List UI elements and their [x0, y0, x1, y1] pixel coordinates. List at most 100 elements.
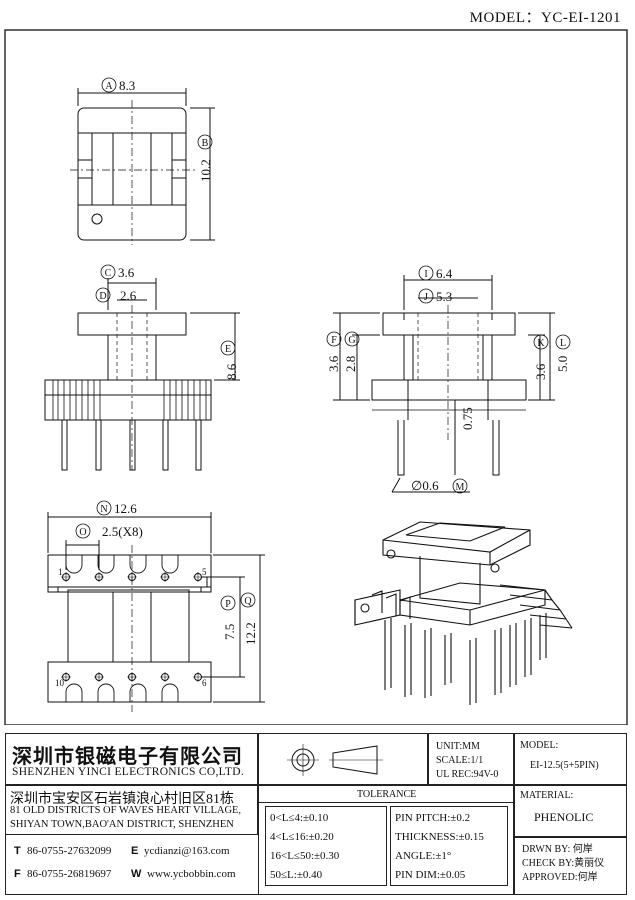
company-name-cn: 深圳市银磁电子有限公司: [12, 744, 243, 768]
projection-box: [258, 733, 428, 785]
tel: 86-0755-27632099: [27, 845, 112, 857]
model-label: MODEL:: [520, 740, 559, 751]
projection-symbol-icon: [287, 744, 383, 776]
svg-text:8.3: 8.3: [119, 78, 135, 93]
svg-text:F: F: [331, 335, 337, 346]
address-en-2: SHIYAN TOWN,BAO'AN DISTRICT, SHENZHEN: [10, 819, 234, 830]
svg-text:I: I: [424, 269, 427, 280]
front-view: [44, 278, 240, 471]
material-value: PHENOLIC: [534, 810, 594, 824]
dim-K: K 3.6: [533, 334, 549, 380]
drawing-frame: [4, 29, 628, 725]
tel-label: T: [14, 845, 21, 857]
dim-E: E 8.6: [220, 340, 239, 380]
dim-J: J 5.3: [418, 288, 452, 304]
svg-text:L: L: [560, 338, 566, 349]
svg-text:N: N: [100, 504, 107, 515]
dim-pin-length: 0.75: [460, 407, 475, 430]
svg-text:10: 10: [55, 678, 65, 688]
bottom-pin-holes-bottom: [61, 672, 203, 682]
dim-G: G 2.8: [343, 331, 360, 372]
svg-text:5.3: 5.3: [436, 289, 452, 304]
svg-text:12.6: 12.6: [114, 501, 137, 516]
signature-box: [514, 837, 627, 895]
email: ycdianzi@163.com: [144, 845, 230, 857]
svg-text:C: C: [105, 268, 112, 279]
svg-text:7.5: 7.5: [222, 624, 237, 640]
svg-text:0.75: 0.75: [460, 407, 475, 430]
isometric-view: [354, 521, 573, 705]
company-box: [5, 733, 258, 785]
dim-D: D 2.6: [95, 287, 137, 303]
address-cn: 深圳市宝安区石岩镇浪心村旧区81栋: [10, 792, 234, 807]
svg-text:J: J: [424, 292, 428, 303]
fax: 86-0755-26819697: [27, 868, 112, 880]
side-view: [333, 275, 555, 493]
dim-F: F 3.6: [326, 331, 342, 372]
email-label: E: [131, 845, 139, 857]
dim-I: I 6.4: [418, 265, 453, 281]
dim-M: ∅0.6 M: [411, 478, 468, 494]
svg-text:G: G: [348, 335, 355, 346]
svg-text:M: M: [456, 482, 465, 493]
svg-text:8.6: 8.6: [224, 363, 239, 380]
svg-text:Q: Q: [244, 596, 252, 607]
top-view: [70, 88, 215, 245]
svg-text:P: P: [225, 599, 231, 610]
fax-label: F: [14, 868, 21, 880]
svg-text:5.0: 5.0: [555, 356, 570, 372]
pin-numbers: 1 5 10 6: [55, 567, 207, 688]
dim-N: N 12.6: [96, 500, 137, 516]
tolerance-row-right: ANGLE:±1°: [395, 850, 452, 862]
tolerance-left-box: [265, 806, 387, 886]
address-box: [5, 785, 258, 835]
svg-text:1: 1: [58, 567, 63, 577]
svg-text:B: B: [202, 138, 209, 149]
company-name-en: SHENZHEN YINCI ELECTRONICS CO,LTD.: [12, 766, 244, 778]
drawn-by: DRWN BY: 何岸: [522, 844, 593, 855]
tolerance-title-box: [258, 785, 514, 803]
svg-text:2.8: 2.8: [343, 356, 358, 372]
material-box: [514, 785, 627, 837]
svg-text:6.4: 6.4: [436, 266, 453, 281]
address-en-1: 81 OLD DISTRICTS OF WAVES HEART VILLAGE,: [10, 805, 242, 816]
svg-text:3.6: 3.6: [533, 363, 548, 380]
dim-P: P 7.5: [220, 595, 237, 640]
model-box: [514, 733, 627, 785]
scale: SCALE:1/1: [436, 755, 484, 766]
tolerance-row: 0<L≤4:±0.10: [270, 812, 329, 824]
ul-rec: UL REC:94V-0: [436, 769, 499, 780]
material-label: MATERIAL:: [520, 790, 574, 801]
svg-text:5: 5: [202, 567, 207, 577]
svg-text:10.2: 10.2: [198, 159, 213, 182]
svg-text:K: K: [537, 338, 545, 349]
bottom-view: [47, 512, 265, 712]
dim-C: C 3.6: [100, 264, 135, 280]
dim-L: L 5.0: [555, 334, 571, 372]
tolerance-row-right: THICKNESS:±0.15: [395, 831, 484, 843]
svg-text:2.6: 2.6: [120, 288, 137, 303]
tolerance-row: 50≤L:±0.40: [270, 869, 323, 881]
svg-text:O: O: [79, 527, 86, 538]
svg-text:A: A: [105, 81, 113, 92]
tolerance-row-right: PIN PITCH:±0.2: [395, 812, 471, 824]
model-title: MODEL：YC-EI-1201: [469, 10, 621, 26]
technical-drawing: A 8.3 B 10.2 C 3.6 D 2.6 E 8.6 I 6.4: [4, 29, 628, 725]
tolerance-title: TOLERANCE: [357, 789, 417, 800]
model-value: EI-12.5(5+5PIN): [530, 760, 599, 771]
tolerance-row: 4<L≤16:±0.20: [270, 831, 334, 843]
tolerance-row-right: PIN DIM:±0.05: [395, 869, 466, 881]
dim-Q: Q 12.2: [240, 592, 258, 645]
svg-text:E: E: [225, 344, 231, 355]
checked-by: CHECK BY:黄丽仪: [522, 858, 605, 869]
unit-box: [428, 733, 514, 785]
svg-text:12.2: 12.2: [243, 622, 258, 645]
svg-text:2.5(X8): 2.5(X8): [102, 524, 143, 539]
unit: UNIT:MM: [436, 741, 480, 752]
approved-by: APPROVED:何岸: [522, 872, 598, 883]
svg-text:3.6: 3.6: [118, 265, 135, 280]
tolerance-right-box: [390, 806, 508, 886]
dim-B: B 10.2: [197, 134, 213, 182]
web-label: W: [131, 868, 142, 880]
svg-text:6: 6: [202, 678, 207, 688]
